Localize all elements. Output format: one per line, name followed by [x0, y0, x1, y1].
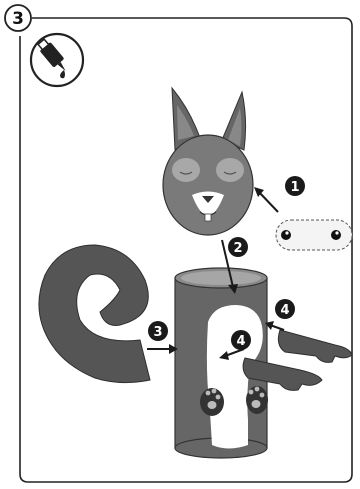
- marker-4-outer: 4: [275, 299, 295, 319]
- step-number-badge: 3: [5, 5, 31, 31]
- marker-4-inner: 4: [231, 330, 251, 350]
- squirrel-head: [163, 88, 253, 235]
- svg-text:2: 2: [233, 241, 242, 256]
- svg-text:1: 1: [290, 180, 299, 195]
- arrow-eyes-to-head: [258, 191, 278, 212]
- squirrel-tail: [39, 245, 150, 383]
- marker-2: 2: [228, 237, 248, 257]
- svg-text:4: 4: [236, 334, 245, 349]
- svg-text:4: 4: [280, 303, 289, 318]
- googly-eyes-sticker: [276, 220, 352, 250]
- step-number: 3: [12, 9, 24, 29]
- marker-3: 3: [148, 321, 168, 341]
- squirrel-arm-right: [278, 330, 352, 362]
- marker-1: 1: [285, 176, 305, 196]
- glue-bottle-icon: [31, 34, 83, 86]
- svg-text:3: 3: [153, 325, 162, 340]
